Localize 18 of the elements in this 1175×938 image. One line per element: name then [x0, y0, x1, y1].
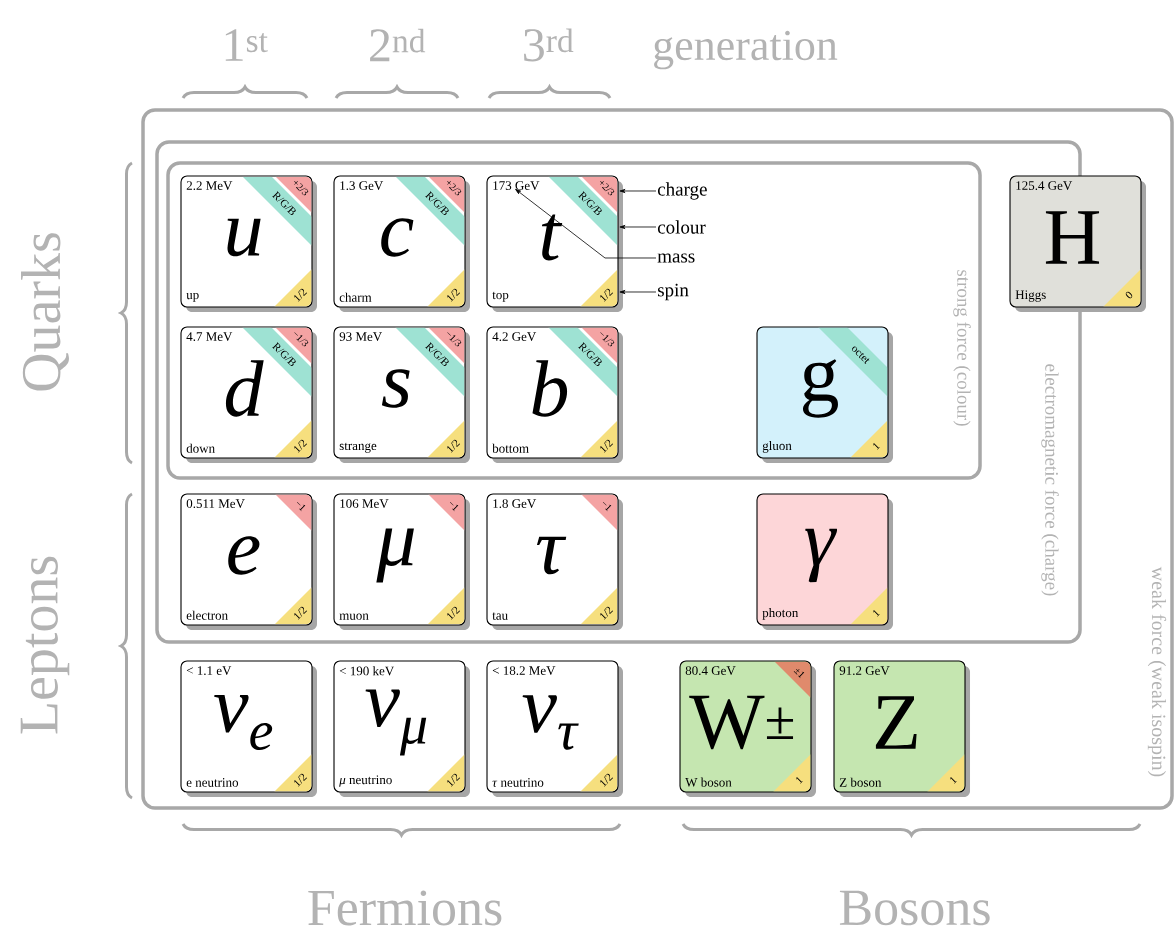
ordinal-label: 1$^{st}$	[225, 29, 268, 61]
annotation-label: colour	[657, 220, 706, 234]
annotation-label: mass	[657, 253, 695, 263]
generation-label: generation	[654, 30, 838, 70]
ordinal-label: 3$^{rd}$	[524, 28, 574, 62]
ordinal-label: 2$^{nd}$	[370, 28, 426, 62]
annotation-label: spin	[658, 283, 689, 301]
leader-line	[619, 188, 657, 194]
group-label: Bosons	[839, 890, 990, 926]
group-label: Leptons	[20, 556, 70, 734]
leader-line	[619, 289, 657, 295]
force-label: strong force (colour)	[953, 270, 971, 426]
group-label: Fermions	[308, 890, 502, 926]
force-label: electromagnetic force (charge)	[1041, 364, 1059, 596]
leader-line	[619, 224, 657, 230]
group-label: Quarks	[21, 233, 69, 391]
annotation-label: charge	[657, 182, 707, 200]
force-label: weak force (weak isospin)	[1147, 566, 1167, 777]
